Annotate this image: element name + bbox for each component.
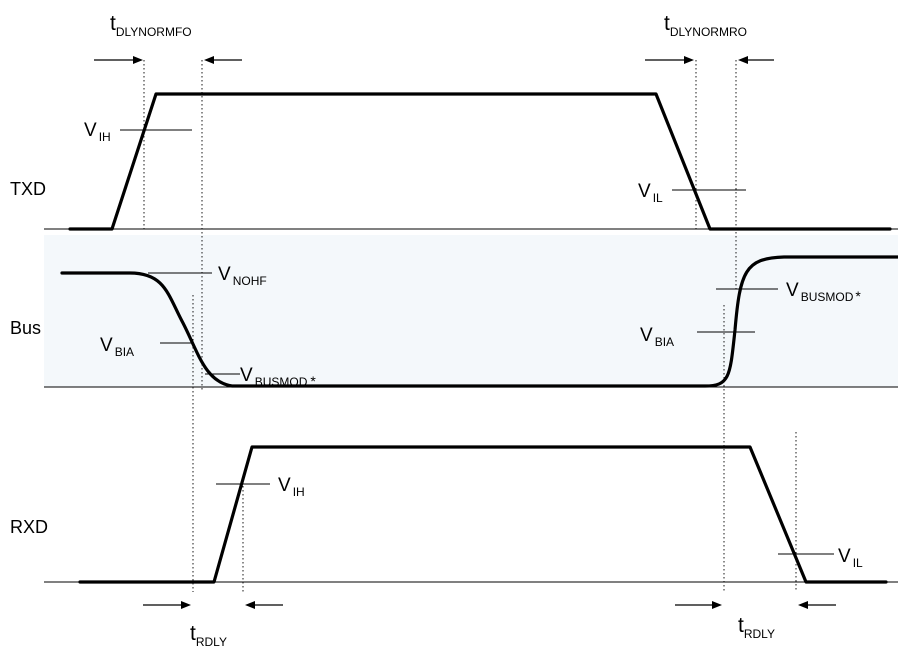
txd-row-label: TXD — [10, 179, 46, 199]
dlynormfo-arrow-left — [94, 56, 143, 64]
dlynormfo-arrow-right — [204, 56, 242, 64]
rdly-arrow-left — [143, 601, 191, 609]
rdly-label-2: tRDLY — [738, 614, 775, 641]
dlynormro-label: tDLYNORMRO — [664, 12, 747, 39]
rdly-arrow-right — [245, 601, 283, 609]
rxd-waveform — [78, 445, 888, 584]
bus-panel-background — [44, 235, 898, 387]
rxd-row-label: RXD — [10, 517, 48, 537]
rdly-label-1: tRDLY — [190, 622, 227, 649]
rdly2-arrow-right — [798, 601, 836, 609]
txd-waveform — [68, 92, 892, 231]
bus-row-label: Bus — [10, 318, 41, 338]
dlynormfo-label: tDLYNORMFO — [110, 12, 192, 39]
rdly2-arrow-left — [675, 601, 722, 609]
bus-waveform — [60, 255, 898, 388]
dlynormro-arrow-right — [738, 56, 774, 64]
dlynormro-arrow-left — [645, 56, 694, 64]
